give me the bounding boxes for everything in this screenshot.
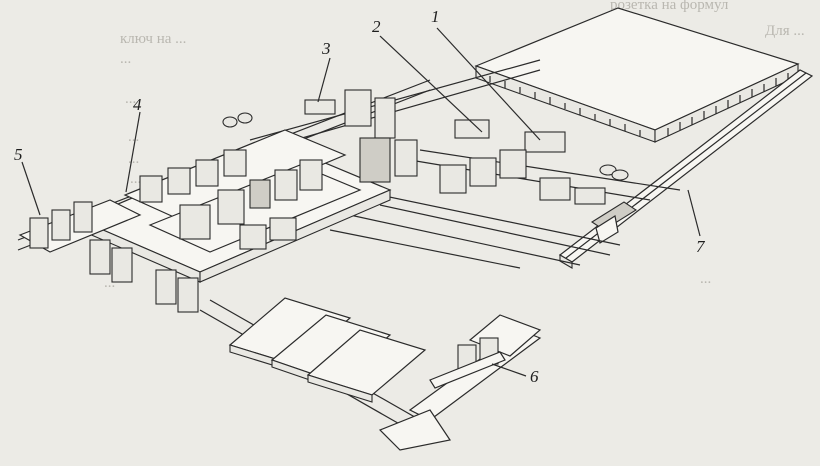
callout-4: 4 (133, 95, 142, 114)
coil-units (222, 99, 629, 205)
bleed-line-2: Для ... (765, 23, 805, 39)
bleed-line-1: розетка на формул (610, 0, 729, 13)
callout-labels: 1 2 3 4 5 6 7 (14, 7, 706, 386)
leader-lines (21, 27, 701, 377)
bleed-line-3: ключ на ... (120, 31, 187, 47)
callout-7: 7 (696, 237, 706, 256)
bleed-line-13: ... (104, 275, 116, 291)
bleed-line-7: ... (128, 151, 140, 167)
production-machines (139, 89, 418, 250)
raw-material-storage (18, 199, 199, 313)
callout-5: 5 (14, 145, 23, 164)
bleed-line-8: ... (130, 171, 142, 187)
warehouse-building (474, 7, 800, 143)
callout-2: 2 (372, 17, 381, 36)
bleed-line-4: ... (120, 51, 132, 67)
bleed-line-5: ... (125, 91, 137, 107)
bleed-line-14: ... (700, 271, 712, 287)
callout-1: 1 (431, 7, 440, 26)
callout-3: 3 (321, 39, 331, 58)
finishing-station (378, 314, 542, 451)
bleed-line-6: ... (128, 129, 140, 145)
slab-yard (228, 297, 427, 403)
callout-6: 6 (530, 367, 539, 386)
